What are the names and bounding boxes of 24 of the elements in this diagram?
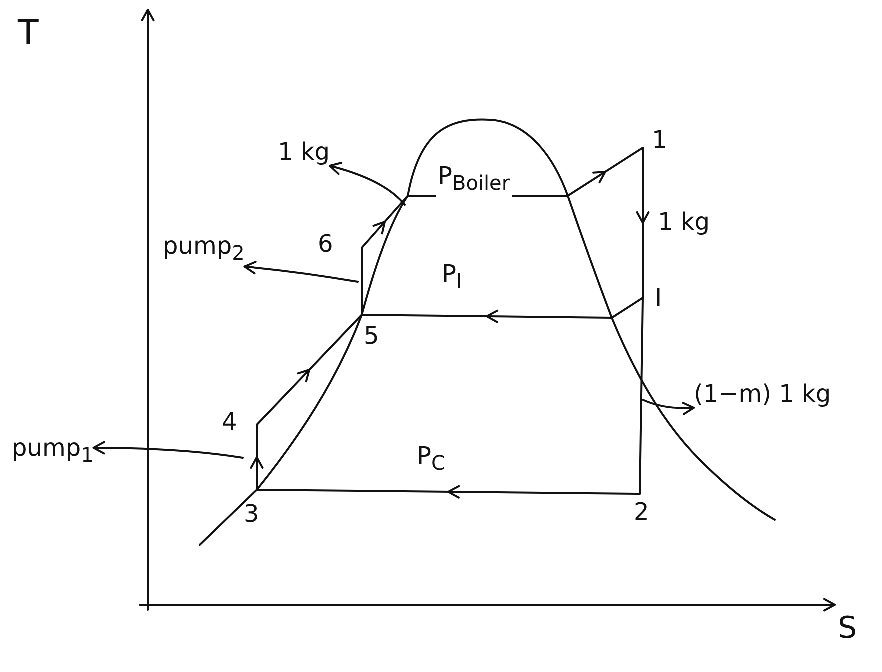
process-line — [636, 147, 650, 299]
state-point-label: 5 — [364, 322, 380, 350]
pump-label: pump$_{2}$ — [163, 232, 245, 267]
state-point-label: I — [655, 284, 662, 312]
pump-label: pump$_{1}$ — [12, 434, 94, 469]
state-point-label: 3 — [244, 500, 260, 528]
leader-arrow — [244, 261, 359, 283]
process-line — [361, 247, 363, 316]
mass-label: 1 kg — [278, 138, 330, 166]
process-line — [250, 424, 264, 491]
process-line — [256, 485, 641, 499]
leader-arrow — [92, 441, 244, 459]
mass-label: (1−m) 1 kg — [694, 380, 832, 408]
axis-label: S — [838, 612, 858, 646]
process-line — [256, 314, 363, 426]
leader-arrow — [642, 399, 695, 416]
leader-arrow — [329, 162, 406, 206]
state-point-label: 6 — [318, 230, 334, 258]
axis-label: T — [18, 14, 39, 52]
process-line — [639, 297, 644, 495]
state-point-label: 1 — [652, 126, 668, 154]
state-point-label: 4 — [222, 408, 238, 436]
process-line — [361, 297, 644, 324]
state-point-label: 2 — [634, 498, 650, 526]
